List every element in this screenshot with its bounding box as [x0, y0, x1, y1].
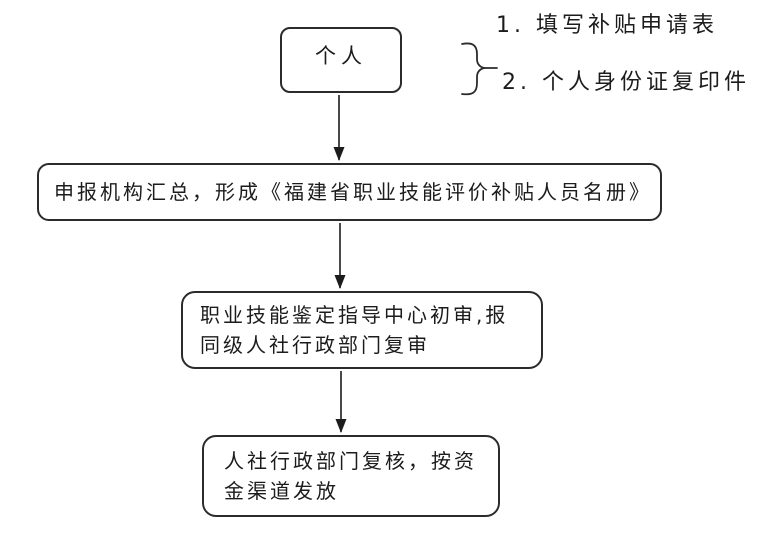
- attachment-note-1: 1. 填写补贴申请表: [496, 13, 718, 38]
- node-center-review: 职业技能鉴定指导中心初审,报 同级人社行政部门复审: [181, 291, 543, 369]
- attachment-note-2: 2. 个人身份证复印件: [502, 70, 750, 95]
- brace-icon: [461, 42, 498, 96]
- node-agency-summary: 申报机构汇总，形成《福建省职业技能评价补贴人员名册》: [37, 163, 662, 221]
- node-hr-disburse: 人社行政部门复核，按资 金渠道发放: [202, 435, 500, 517]
- node-individual: 个人: [280, 27, 402, 93]
